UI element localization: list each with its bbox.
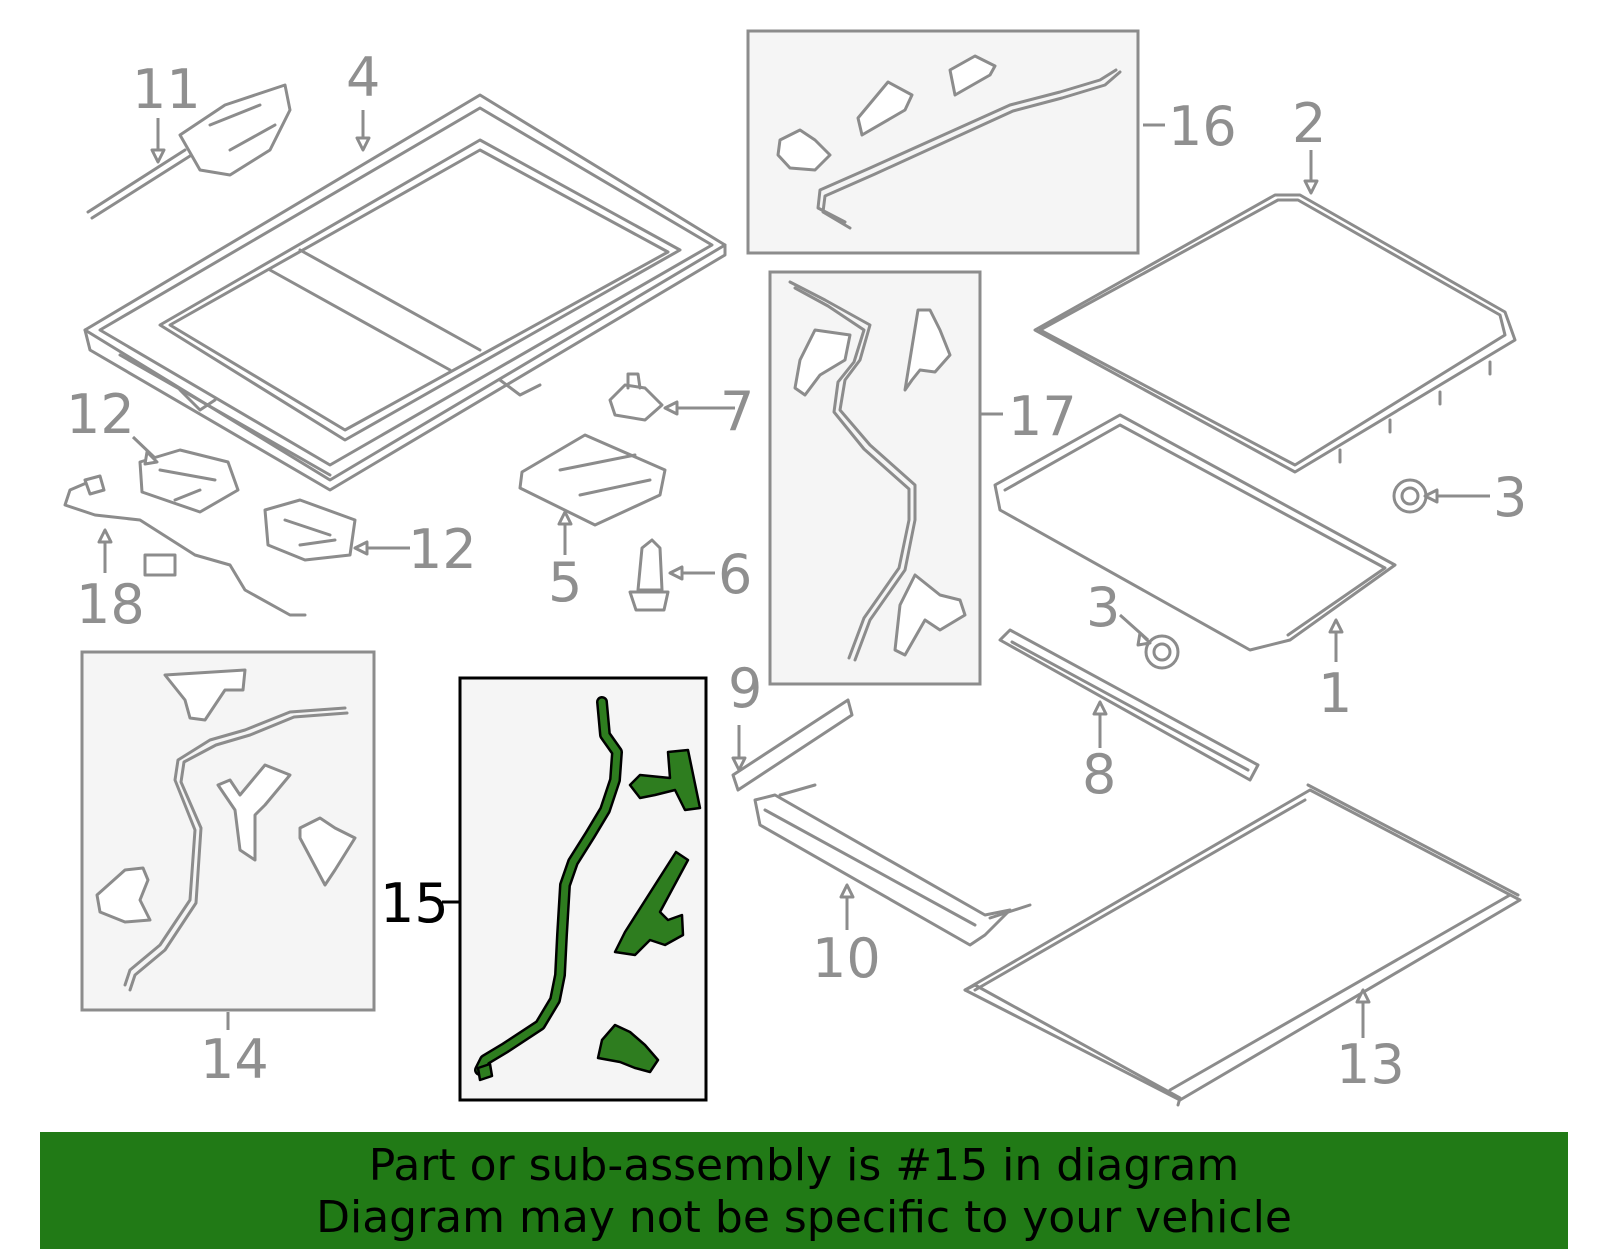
callout-1: 1	[1318, 662, 1352, 725]
callout-9: 9	[728, 657, 762, 720]
part-7-clip	[608, 372, 664, 422]
part-9-deflector	[731, 698, 854, 792]
part-11-motor	[86, 83, 292, 220]
callout-18: 18	[76, 573, 145, 636]
part-1-panel	[993, 413, 1397, 652]
info-banner: Part or sub-assembly is #15 in diagram D…	[40, 1132, 1568, 1249]
part-3-grommet-a	[1392, 478, 1428, 514]
part-6-pin	[628, 538, 670, 612]
part-10-deflector	[753, 783, 1032, 947]
banner-line-1: Part or sub-assembly is #15 in diagram	[368, 1140, 1240, 1191]
part-5-bracket	[518, 433, 667, 527]
callout-5: 5	[548, 551, 582, 614]
callout-13: 13	[1336, 1033, 1405, 1096]
callout-6: 6	[718, 543, 752, 606]
part-14-drain-kit-box	[80, 650, 376, 1012]
callout-10: 10	[812, 927, 881, 990]
callout-16: 16	[1168, 95, 1237, 158]
part-2-glass	[1033, 193, 1517, 474]
part-8-rail	[998, 628, 1260, 782]
callout-14: 14	[200, 1028, 269, 1091]
leader-lines	[97, 110, 1490, 1038]
callout-17: 17	[1008, 385, 1077, 448]
callout-11: 11	[132, 58, 201, 121]
part-18-harness	[63, 474, 307, 617]
part-17-drain-kit-box	[768, 270, 982, 686]
callout-7: 7	[720, 380, 754, 443]
callout-3a: 3	[1493, 466, 1527, 529]
part-15-drain-kit-box	[458, 676, 708, 1102]
part-13-sunshade	[963, 783, 1522, 1107]
callout-12a: 12	[66, 383, 135, 446]
part-12-drive-a	[138, 448, 240, 514]
callout-labels: 1 2 3 3 4 5 6 7 8 9 10 11 12 12 13 14 15…	[66, 46, 1527, 1096]
banner-line-2: Diagram may not be specific to your vehi…	[316, 1192, 1292, 1243]
part-4-frame	[83, 93, 727, 492]
part-16-drain-kit-box	[746, 29, 1140, 255]
callout-8: 8	[1082, 743, 1116, 806]
callout-2: 2	[1292, 92, 1326, 155]
part-3-grommet-b	[1144, 634, 1180, 670]
callout-4: 4	[346, 46, 380, 109]
callout-12b: 12	[408, 518, 477, 581]
callout-15: 15	[380, 872, 449, 935]
part-12-drive-b	[263, 498, 357, 562]
callout-3b: 3	[1086, 576, 1120, 639]
